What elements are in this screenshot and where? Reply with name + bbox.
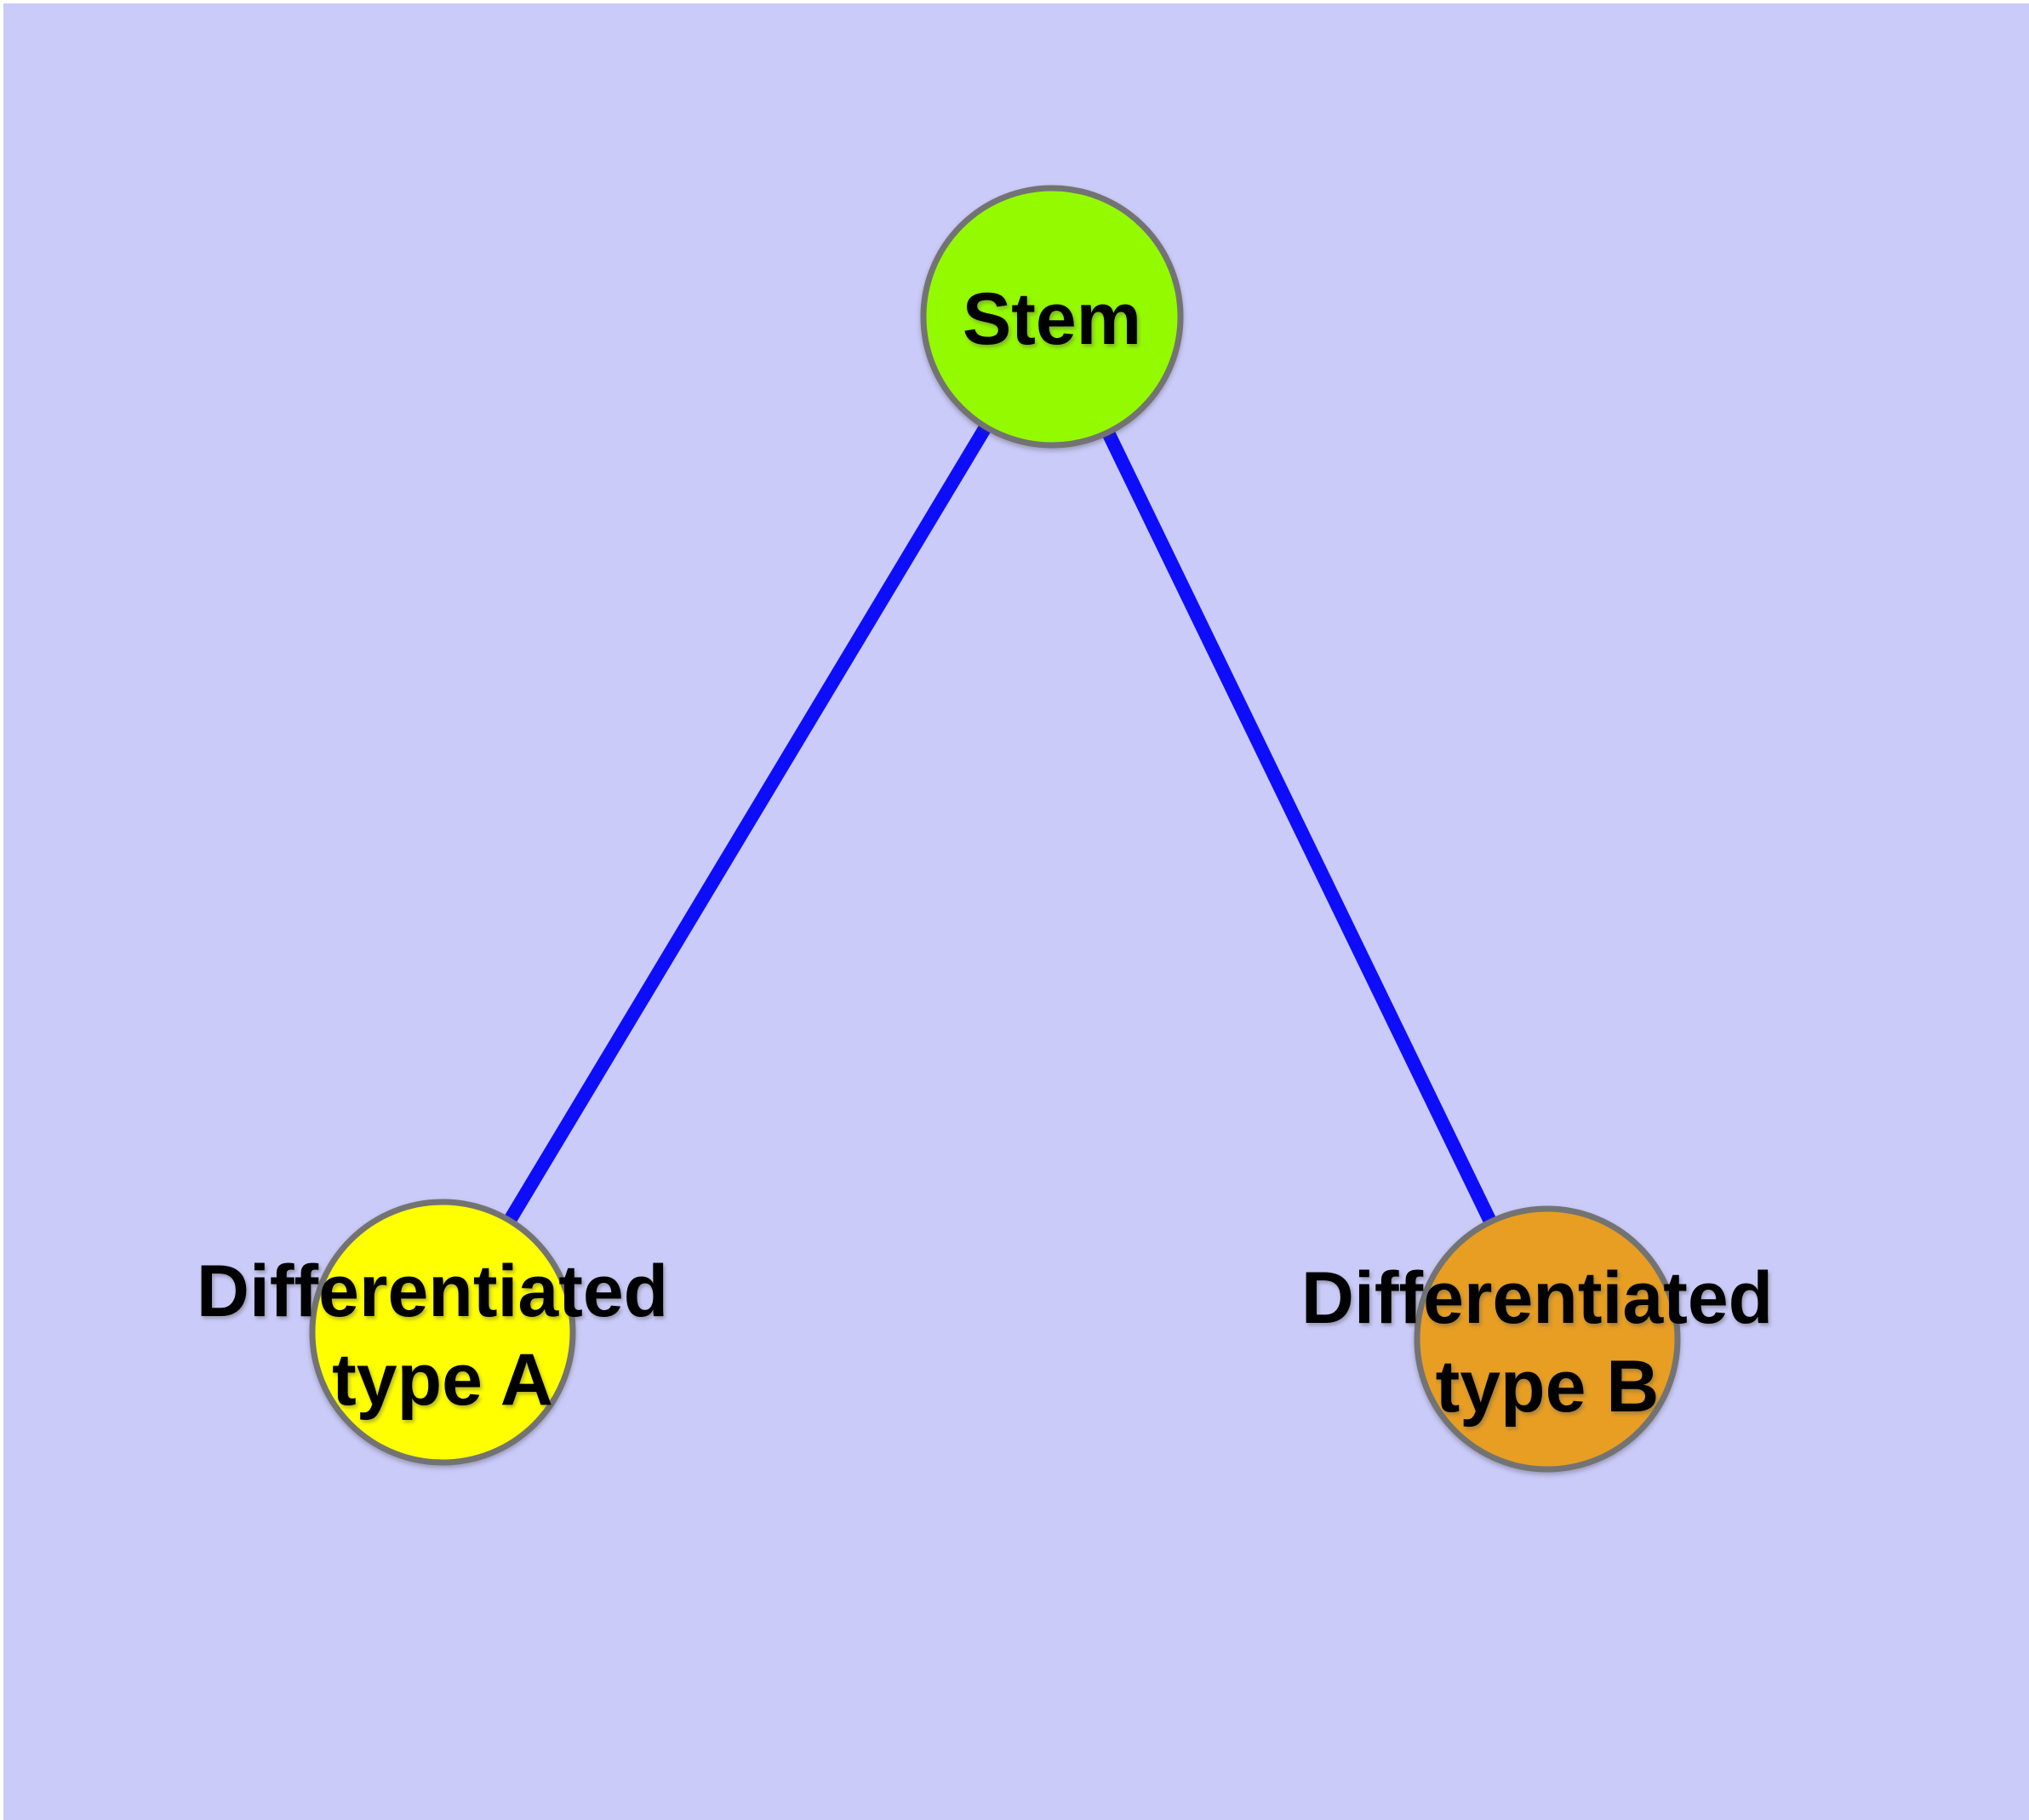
node-differentiated-type-b-label-line2: type B	[1436, 1346, 1660, 1428]
edge-layer	[437, 312, 1554, 1342]
node-differentiated-type-b[interactable]: Differentiated type B	[1301, 1205, 1793, 1473]
edge-stem-to-type-a	[437, 312, 1058, 1336]
node-differentiated-type-a-label-line1: Differentiated	[197, 1251, 668, 1332]
node-differentiated-type-a-circle[interactable]	[309, 1199, 576, 1466]
node-stem-circle[interactable]	[920, 185, 1184, 449]
node-differentiated-type-b-label: Differentiated type B	[1301, 1257, 1793, 1428]
node-differentiated-type-a-label: Differentiated type A	[197, 1251, 689, 1421]
node-differentiated-type-b-circle[interactable]	[1414, 1205, 1681, 1473]
node-differentiated-type-a[interactable]: Differentiated type A	[197, 1199, 689, 1466]
node-stem-label: Stem	[963, 278, 1141, 360]
node-stem[interactable]: Stem	[920, 185, 1184, 449]
edge-stem-to-type-b	[1045, 313, 1554, 1342]
node-differentiated-type-a-label-line2: type A	[332, 1339, 553, 1421]
node-differentiated-type-b-label-line1: Differentiated	[1301, 1257, 1773, 1339]
